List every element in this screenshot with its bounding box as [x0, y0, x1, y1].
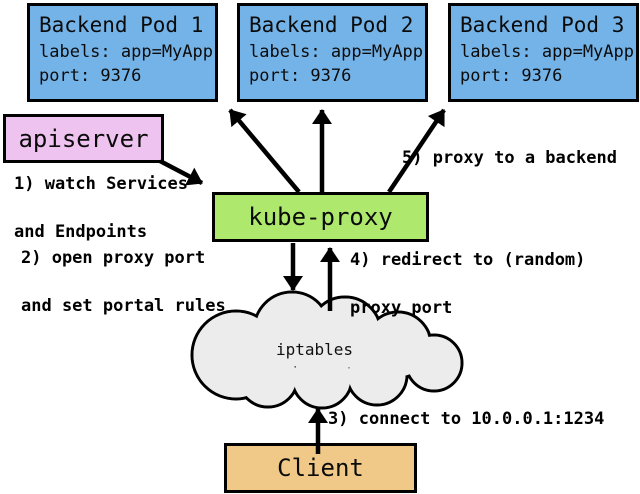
- apiserver-label: apiserver: [18, 124, 149, 153]
- label-step-4-line1: 4) redirect to (random): [350, 250, 586, 270]
- label-step-3: 3) connect to 10.0.0.1:1234: [328, 407, 604, 431]
- pod-labels-line: labels: app=MyApp: [460, 42, 634, 62]
- pod-port-line: port: 9376: [249, 66, 352, 86]
- label-step-1: 1) watch Services and Endpoints: [14, 172, 188, 244]
- pod-labels-line: labels: app=MyApp: [249, 42, 423, 62]
- pod-port-line: port: 9376: [39, 66, 142, 86]
- backend-pod-1-box: Backend Pod 1 labels: app=MyApp port: 93…: [27, 3, 218, 102]
- label-step-3-line1: 3) connect to 10.0.0.1:1234: [328, 409, 605, 429]
- label-step-1-line1: 1) watch Services: [14, 174, 188, 194]
- backend-pod-3-box: Backend Pod 3 labels: app=MyApp port: 93…: [448, 3, 639, 102]
- client-box: Client: [224, 443, 417, 493]
- label-step-2-line1: 2) open proxy port: [21, 248, 206, 268]
- iptables-label: iptables: [276, 340, 354, 359]
- kube-proxy-label: kube-proxy: [248, 203, 393, 231]
- pod-title: Backend Pod 1: [39, 13, 204, 37]
- pod-labels-line: labels: app=MyApp: [39, 42, 213, 62]
- cloud-fill: [193, 293, 461, 407]
- apiserver-box: apiserver: [3, 114, 164, 163]
- label-step-4: 4) redirect to (random) proxy port: [350, 248, 585, 320]
- label-step-1-line2: and Endpoints: [14, 222, 148, 242]
- label-step-5-line1: 5) proxy to a backend: [402, 148, 617, 168]
- label-step-2-line2: and set portal rules: [21, 296, 226, 316]
- label-step-2: 2) open proxy port and set portal rules: [21, 246, 226, 318]
- pod-port-line: port: 9376: [460, 66, 563, 86]
- client-label: Client: [277, 454, 364, 482]
- label-step-4-line2: proxy port: [350, 298, 453, 318]
- backend-pod-2-box: Backend Pod 2 labels: app=MyApp port: 93…: [237, 3, 428, 102]
- label-step-5: 5) proxy to a backend: [402, 146, 617, 170]
- pod-title: Backend Pod 2: [249, 13, 414, 37]
- kube-proxy-box: kube-proxy: [212, 192, 429, 242]
- pod-title: Backend Pod 3: [460, 13, 625, 37]
